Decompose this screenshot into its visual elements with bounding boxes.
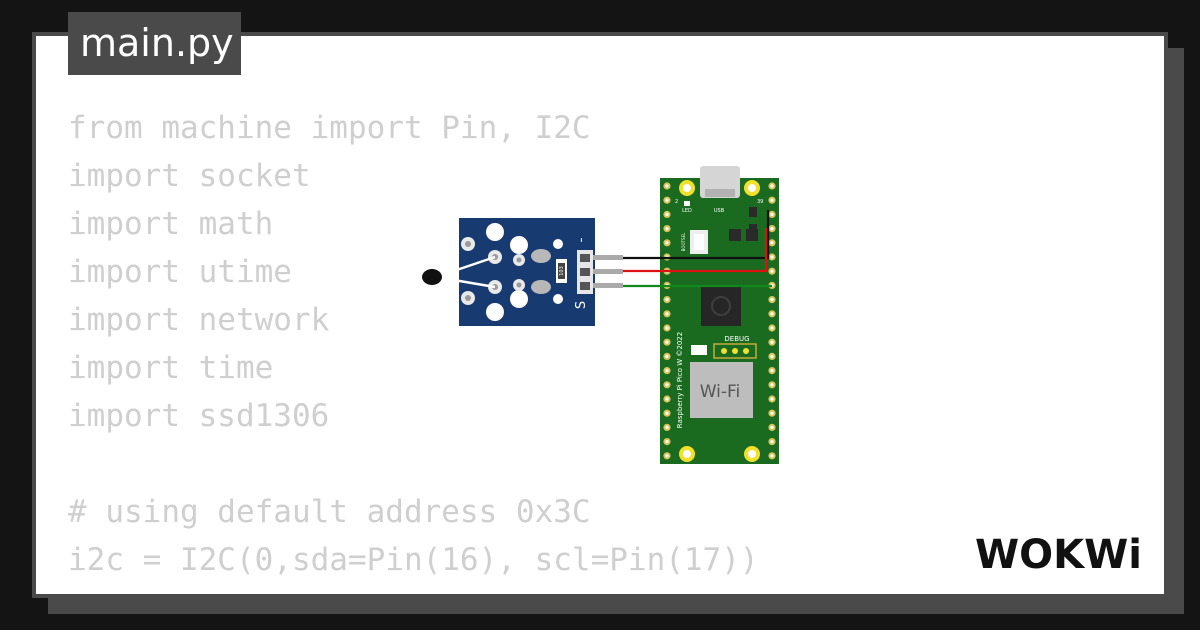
gpio-pin-hole <box>770 227 774 231</box>
code-line: # using default address 0x3C <box>68 494 591 530</box>
gpio-pin-hole <box>770 298 774 302</box>
gpio-pin-hole <box>770 326 774 330</box>
gpio-pin-hole <box>665 411 669 415</box>
gpio-pin-hole <box>665 425 669 429</box>
gpio-pin-hole <box>770 198 774 202</box>
wokwi-logo[interactable]: WOKWi <box>975 528 1155 578</box>
gpio-pin-hole <box>770 411 774 415</box>
gpio-pin-hole <box>665 198 669 202</box>
code-line: import socket <box>68 158 311 194</box>
gpio-pin-hole <box>770 212 774 216</box>
thermistor-leads <box>435 255 496 289</box>
gpio-pin-hole <box>665 369 669 373</box>
sensor-pcb <box>459 218 595 326</box>
gpio-pin-hole <box>770 397 774 401</box>
debug-label: DEBUG <box>724 335 749 343</box>
raspberry-pi-pico-w-board[interactable]: LED USB 2 39 BOOTSEL DEBUG Wi-Fi Raspber… <box>660 166 779 464</box>
gpio-pin-hole <box>770 369 774 373</box>
gpio-pin-hole <box>665 397 669 401</box>
power-wire <box>623 228 768 273</box>
gpio-pin-holes <box>663 182 776 460</box>
code-line: import utime <box>68 254 292 290</box>
code-line: import ssd1306 <box>68 398 330 434</box>
gpio-pin-hole <box>665 383 669 387</box>
wires[interactable] <box>623 210 772 288</box>
pin-number-label: 39 <box>757 199 763 205</box>
gpio-pin-hole <box>770 184 774 188</box>
wokwi-logo-text: WOKWi <box>975 532 1142 578</box>
wifi-module <box>690 362 753 418</box>
gpio-pin-hole <box>770 383 774 387</box>
code-line: display = ssd1306.SSD1306_I2C(128, 64, i… <box>68 584 871 594</box>
code-line: import time <box>68 350 274 386</box>
thermistor-bead <box>422 269 442 285</box>
gpio-pin-hole <box>665 312 669 316</box>
usb-label: USB <box>714 208 725 214</box>
code-line: from machine import Pin, I2C <box>68 110 591 146</box>
led <box>684 201 690 206</box>
gpio-pin-hole <box>770 454 774 458</box>
gpio-pin-hole <box>665 326 669 330</box>
gpio-pin-hole <box>665 241 669 245</box>
gpio-pin-hole <box>770 425 774 429</box>
preview-card: from machine import Pin, I2C import socke… <box>32 32 1168 598</box>
ntc-temperature-sensor-module[interactable]: 103 - S <box>422 218 623 326</box>
gpio-pin-hole <box>770 312 774 316</box>
gpio-pin-hole <box>665 454 669 458</box>
file-tab[interactable]: main.py <box>68 12 241 75</box>
ground-wire <box>623 210 770 260</box>
rp2040-chip <box>701 286 741 326</box>
resistor-label: 103 <box>559 266 565 276</box>
gpio-pin-hole <box>770 269 774 273</box>
gpio-pin-hole <box>770 354 774 358</box>
gpio-pin-hole <box>665 354 669 358</box>
code-line: import network <box>68 302 330 338</box>
gpio-pin-hole <box>665 298 669 302</box>
gpio-pin-hole <box>665 184 669 188</box>
gpio-pin-hole <box>665 440 669 444</box>
gpio-pin-hole <box>665 212 669 216</box>
gpio-pin-hole <box>770 241 774 245</box>
gpio-pin-hole <box>665 340 669 344</box>
code-preview: from machine import Pin, I2C import socke… <box>68 104 871 594</box>
pin-number-label: 2 <box>675 199 678 205</box>
gpio-pin-hole <box>770 440 774 444</box>
signal-pin-label: S <box>574 301 589 309</box>
gpio-pin-hole <box>665 227 669 231</box>
wifi-label: Wi-Fi <box>700 382 741 402</box>
code-line: i2c = I2C(0,sda=Pin(16), scl=Pin(17)) <box>68 542 759 578</box>
gpio-pin-hole <box>770 255 774 259</box>
code-line: import math <box>68 206 274 242</box>
board-name-label: Raspberry Pi Pico W ©2022 <box>676 332 684 428</box>
led-label: LED <box>682 208 692 214</box>
gnd-pin-label: - <box>574 237 589 242</box>
bootsel-label: BOOTSEL <box>681 232 686 251</box>
gpio-pin-hole <box>770 340 774 344</box>
